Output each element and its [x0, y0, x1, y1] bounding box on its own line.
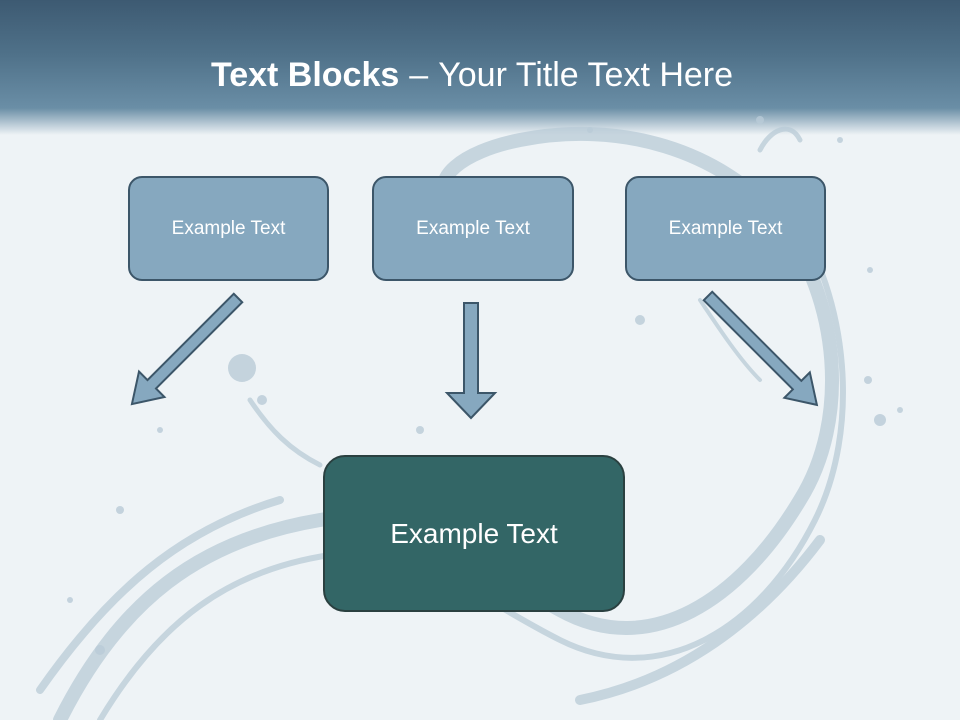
main-text-block[interactable]: Example Text	[323, 455, 625, 612]
text-block-left[interactable]: Example Text	[128, 176, 329, 281]
arrow-down	[444, 302, 498, 420]
text-block-center[interactable]: Example Text	[372, 176, 574, 281]
slide-title: Text Blocks–Your Title Text Here	[0, 52, 944, 98]
arrow-down-right	[130, 292, 244, 406]
text-block-right[interactable]: Example Text	[625, 176, 826, 281]
title-bold: Text Blocks	[210, 56, 400, 94]
title-banner	[0, 0, 960, 135]
title-separator: –	[409, 56, 429, 94]
title-rest: Your Title Text Here	[438, 56, 734, 94]
arrow-down-left	[702, 290, 819, 407]
